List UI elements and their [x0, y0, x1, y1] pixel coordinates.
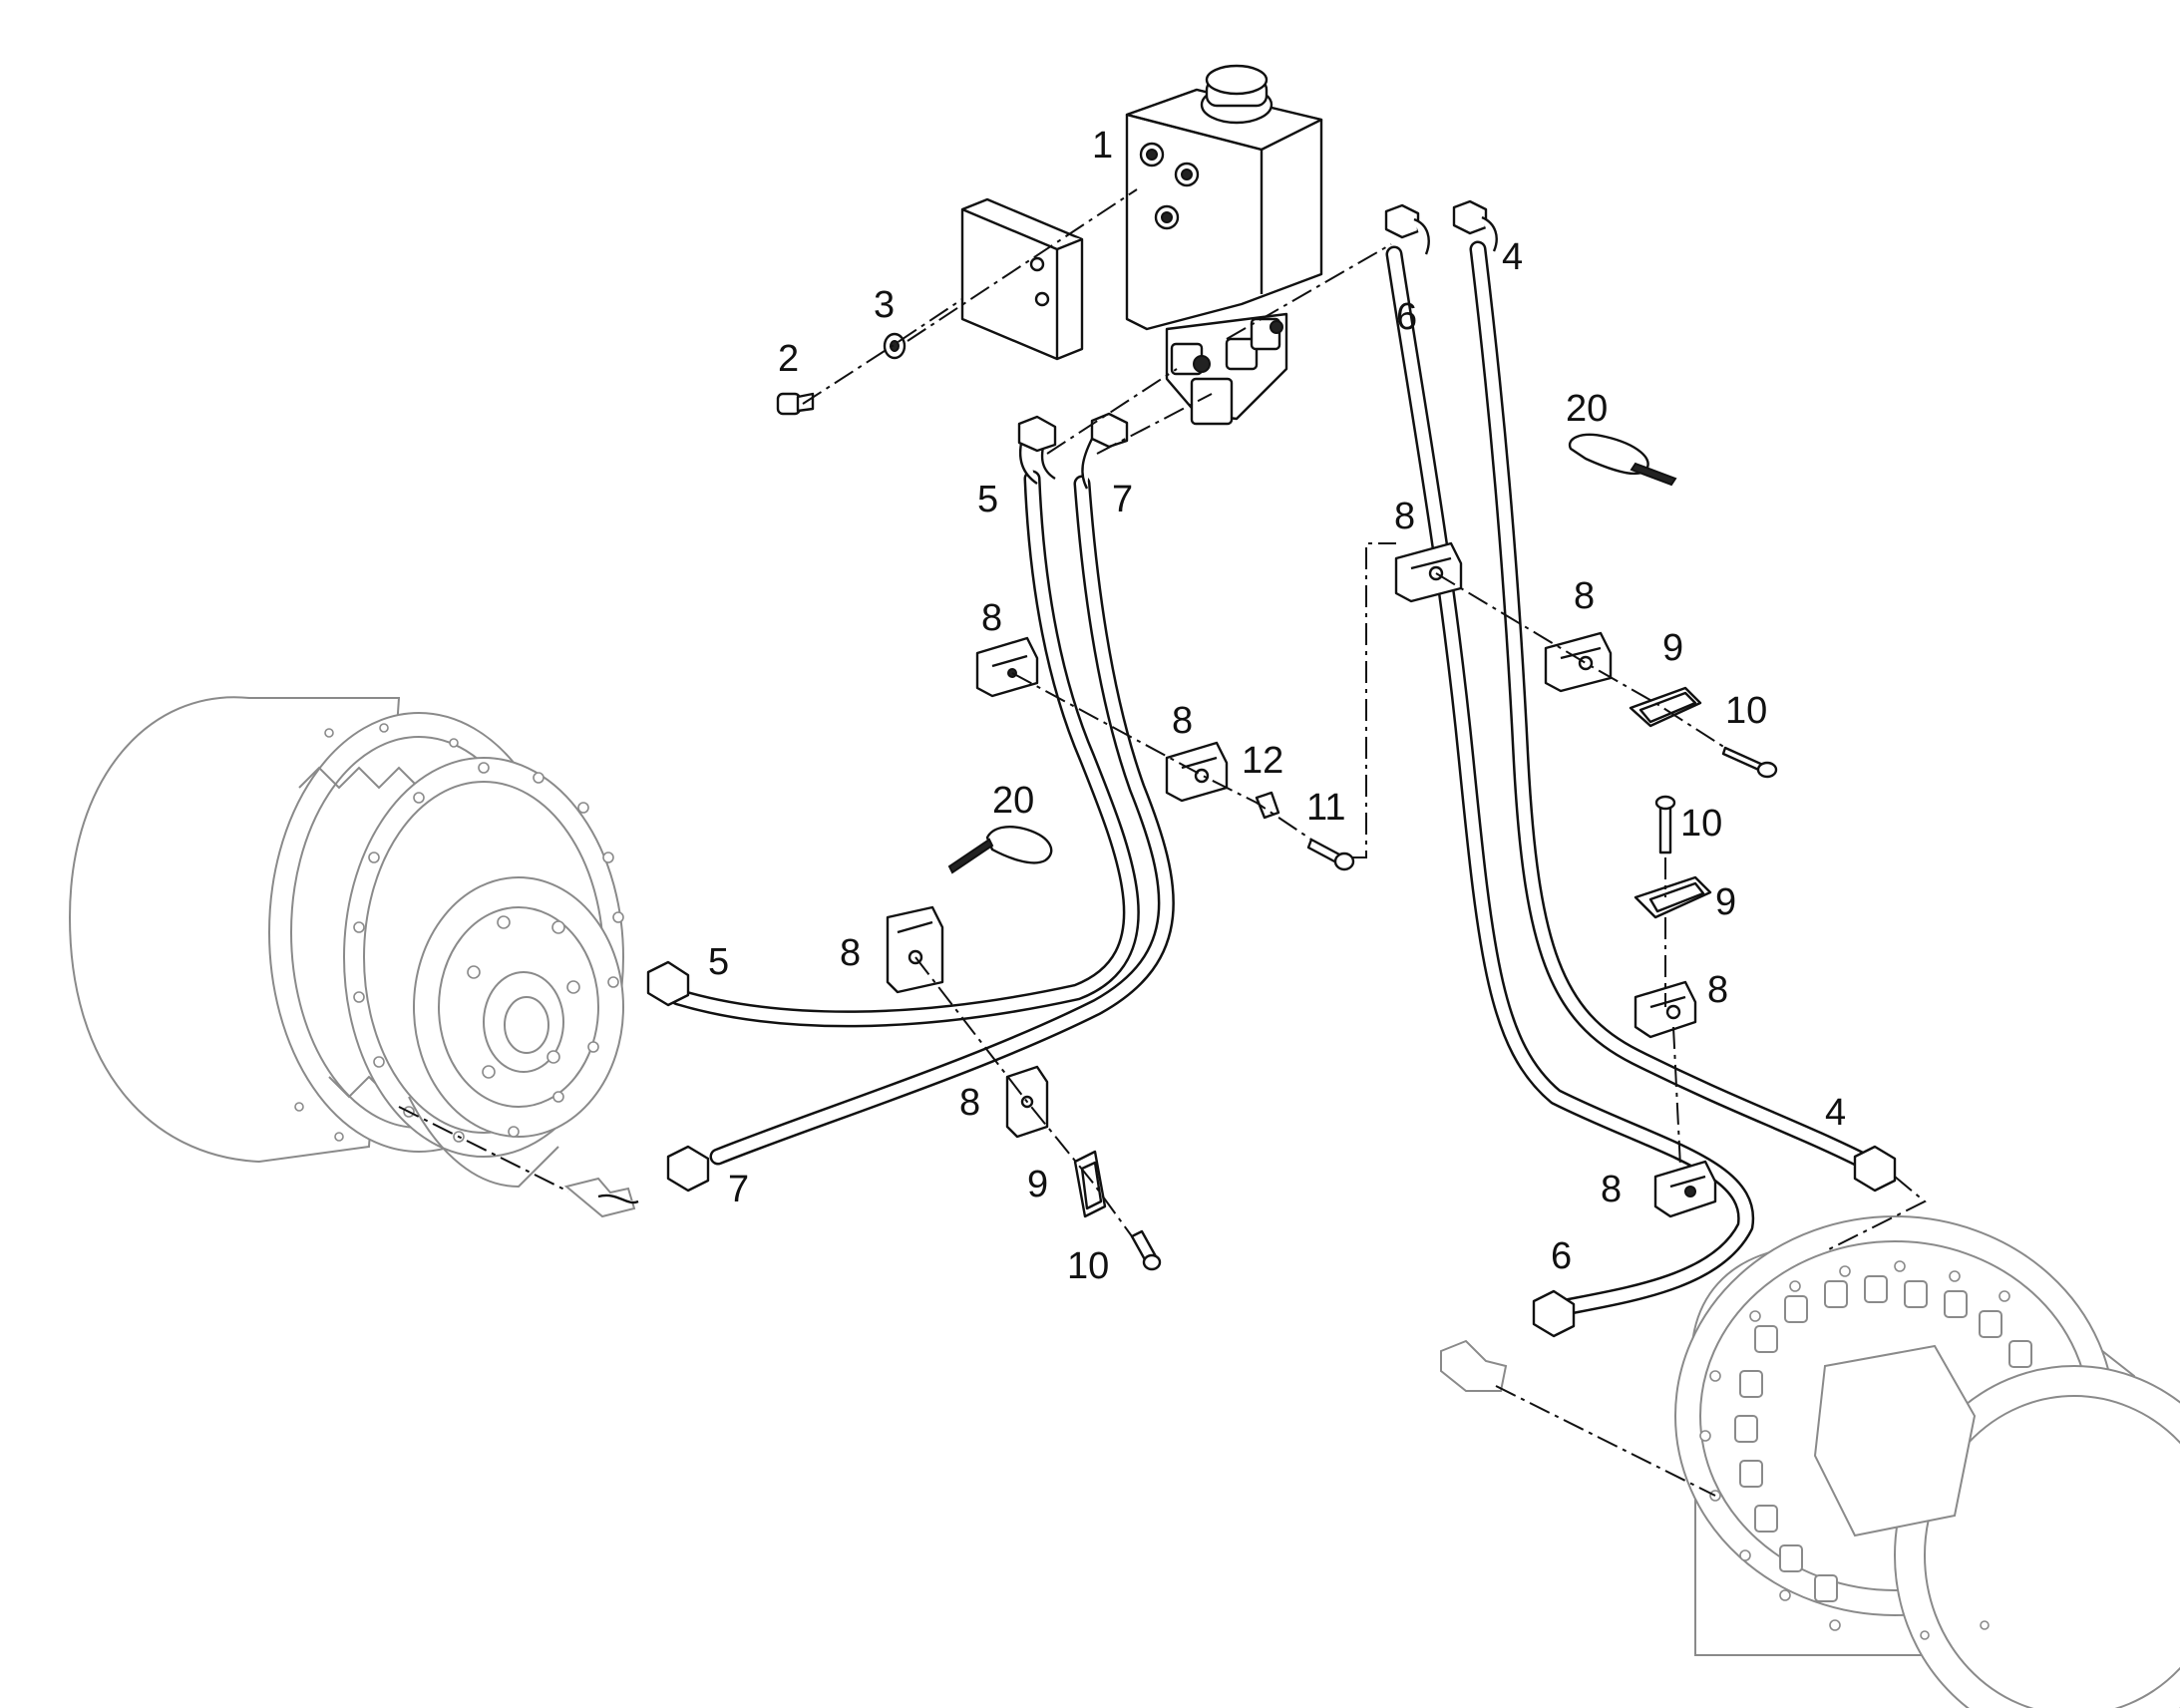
callout-20: 20	[1566, 388, 1608, 430]
callout-5: 5	[708, 941, 729, 983]
callout-labels: 1 2 3 4 4 5 5 6 6 7 7 8 8 8 8 8 8 8 8 9 …	[708, 125, 1846, 1287]
callout-7: 7	[1112, 479, 1133, 520]
callout-8: 8	[1574, 575, 1595, 617]
hose-6-upper-nut	[1384, 203, 1420, 239]
cable-ties	[947, 433, 1677, 874]
hose-4-upper-nut	[1452, 199, 1488, 235]
hose-4-lower-nut	[1853, 1145, 1897, 1193]
callout-12: 12	[1242, 740, 1283, 782]
clamp-8-d	[1544, 631, 1613, 693]
callout-8: 8	[1394, 496, 1415, 537]
reservoir-valve-block	[1125, 64, 1323, 426]
callout-8: 8	[1601, 1169, 1622, 1210]
callout-1: 1	[1092, 125, 1113, 167]
clamp-8-c	[1394, 541, 1463, 603]
callout-4: 4	[1825, 1092, 1846, 1134]
callout-7: 7	[728, 1169, 749, 1210]
callout-8: 8	[981, 597, 1002, 639]
hose-5-lower-nut	[646, 960, 690, 1007]
hose-fittings	[646, 199, 1897, 1338]
callout-10: 10	[1680, 803, 1722, 845]
assembly-lines	[398, 188, 1927, 1497]
hoses	[669, 240, 1874, 1320]
callout-8: 8	[1707, 969, 1728, 1011]
washer-3	[883, 332, 907, 360]
hub-lug-segments	[1734, 1275, 2032, 1602]
callout-3: 3	[874, 284, 895, 326]
right-wheel-hub	[1440, 1215, 2180, 1708]
hose-7-upper-nut	[1090, 412, 1129, 449]
hose-6-lower-nut	[1532, 1289, 1576, 1338]
callout-9: 9	[1715, 881, 1736, 923]
callout-6: 6	[1551, 1235, 1572, 1277]
cable-tie-20-a	[1568, 433, 1649, 476]
bolts	[1130, 746, 1778, 1271]
callout-8: 8	[959, 1082, 980, 1124]
callout-10: 10	[1725, 690, 1767, 732]
callout-9: 9	[1662, 627, 1683, 669]
washer-12	[1255, 791, 1280, 820]
left-wheel-hub	[68, 696, 639, 1218]
callout-8: 8	[1172, 700, 1193, 742]
callout-11: 11	[1306, 787, 1345, 829]
mounting-bracket	[960, 197, 1084, 361]
bolt-10-b	[1658, 801, 1672, 854]
hose-5-upper-nut	[1017, 415, 1057, 453]
clamp-8-e	[886, 905, 944, 994]
callout-4: 4	[1502, 236, 1523, 278]
cable-tie-20-b	[985, 826, 1053, 864]
callout-9: 9	[1027, 1164, 1048, 1205]
callout-8: 8	[840, 932, 861, 974]
callout-20: 20	[992, 780, 1034, 822]
clamp-8-g	[1634, 980, 1697, 1039]
hose-7-lower-nut	[666, 1145, 710, 1193]
callout-10: 10	[1067, 1245, 1109, 1287]
callout-6: 6	[1396, 296, 1417, 338]
callout-5: 5	[977, 479, 998, 520]
clamp-8-a	[975, 636, 1039, 698]
callout-2: 2	[778, 338, 799, 380]
bolt-2	[776, 392, 815, 416]
